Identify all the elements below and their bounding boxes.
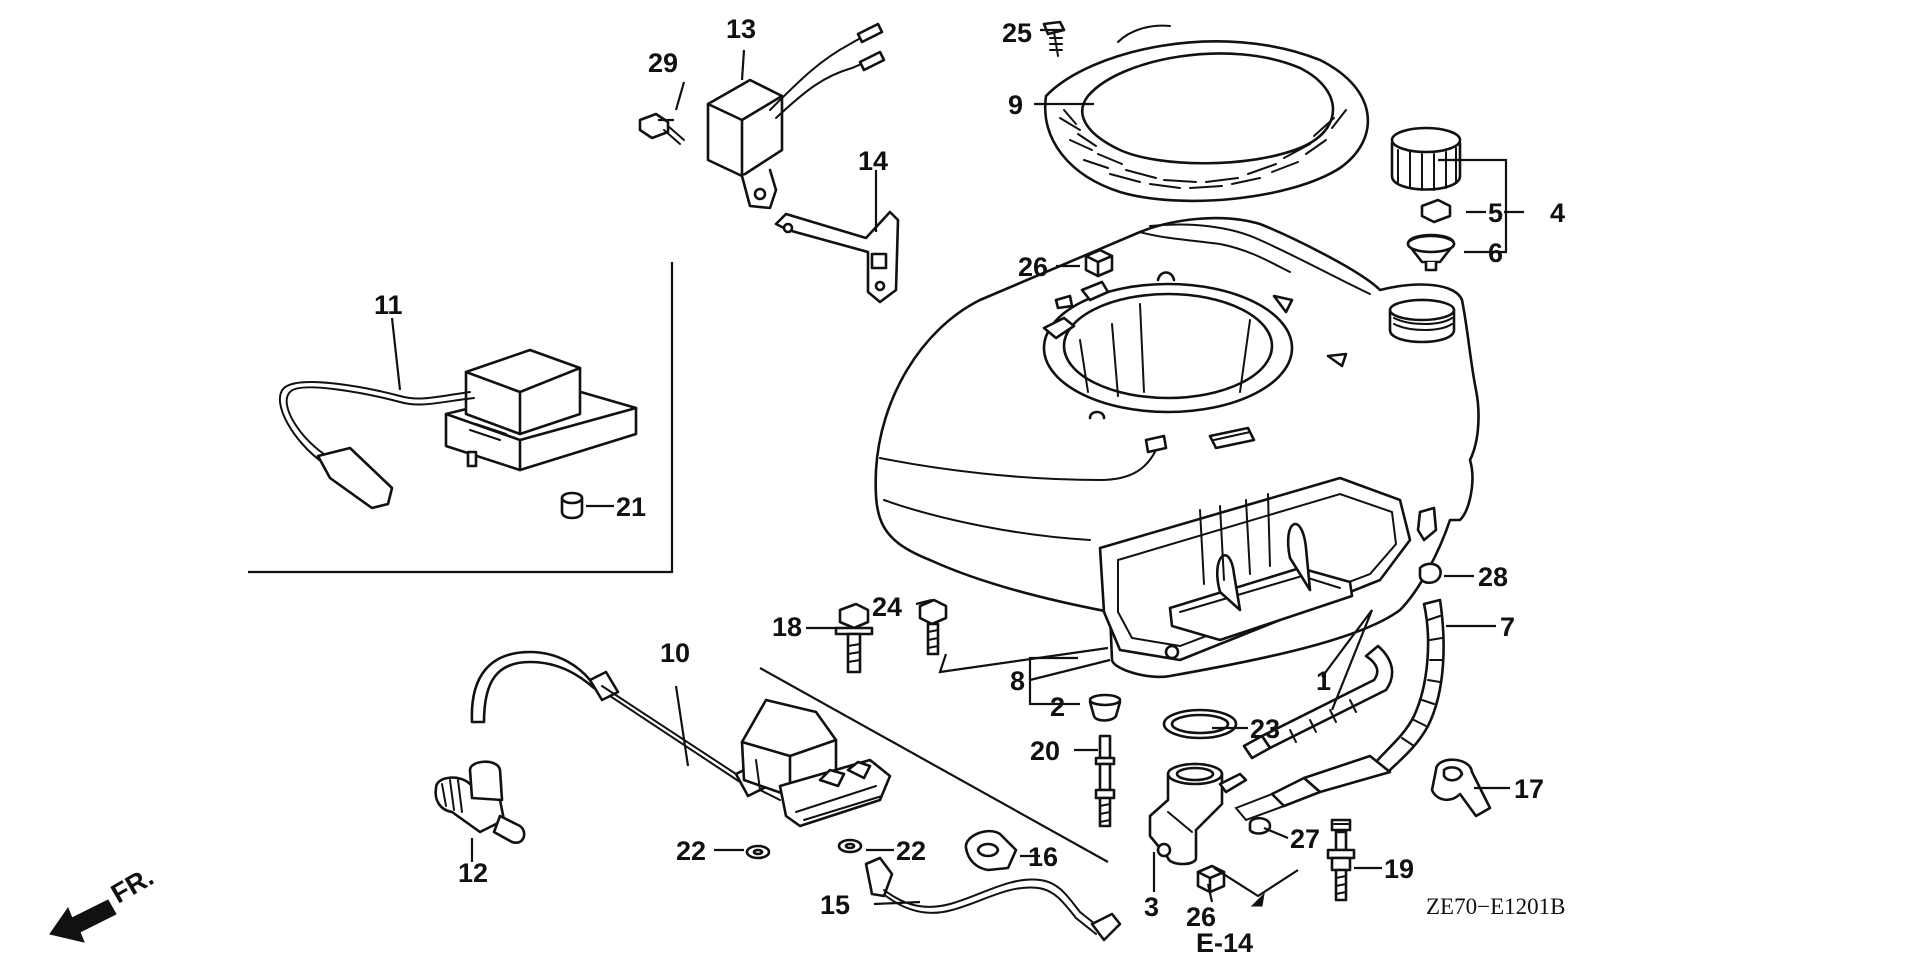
part-12-tee-joint [434, 760, 526, 844]
part-ignition-unit [740, 698, 892, 828]
callout-27: 27 [1290, 824, 1320, 854]
part-23-o-ring [1162, 708, 1238, 740]
callout-22-right: 22 [896, 836, 926, 866]
part-22-washer-right [837, 838, 863, 854]
leader-lines [390, 28, 1524, 906]
part-24-bolt [918, 598, 948, 656]
reference-pointer [1213, 867, 1299, 898]
callout-4: 4 [1550, 198, 1565, 228]
callout-28: 28 [1478, 562, 1508, 592]
callout-13: 13 [726, 14, 756, 44]
part-13-module [706, 22, 886, 210]
callout-8: 8 [1010, 666, 1025, 696]
part-20-stud [1094, 734, 1116, 828]
part-10-breather-tube [470, 650, 766, 798]
callout-6: 6 [1488, 238, 1503, 268]
inset-frame-2 [759, 667, 1109, 863]
callout-23: 23 [1250, 714, 1280, 744]
reference-label: E-14 [1196, 928, 1253, 958]
front-direction-arrow [49, 899, 117, 943]
part-27-clip [1248, 816, 1272, 835]
callout-1: 1 [1316, 666, 1331, 696]
part-9-starter-cover [1043, 24, 1370, 203]
callout-17: 17 [1514, 774, 1544, 804]
callout-18: 18 [772, 612, 802, 642]
callout-24: 24 [872, 592, 902, 622]
part-2-collar [1088, 693, 1122, 722]
callout-2: 2 [1050, 692, 1065, 722]
part-fuel-tank-shroud [874, 216, 1480, 679]
callout-22-left: 22 [676, 836, 706, 866]
callout-5: 5 [1488, 198, 1503, 228]
part-18-bolt [834, 602, 874, 674]
part-6-vent [1406, 233, 1456, 272]
part-4-fuel-cap [1390, 126, 1462, 191]
part-3-fuel-valve [1148, 762, 1248, 866]
callout-7: 7 [1500, 612, 1515, 642]
callout-29: 29 [648, 48, 678, 78]
callout-11: 11 [374, 290, 403, 320]
front-direction-label: FR. [106, 861, 159, 909]
part-1-fuel-tube [1234, 644, 1394, 822]
part-26-nut-top [1084, 248, 1114, 278]
callout-9: 9 [1008, 90, 1023, 120]
callout-20: 20 [1030, 736, 1060, 766]
part-26-nut-bottom [1196, 864, 1226, 894]
callout-12: 12 [458, 858, 488, 888]
diagram-code: ZE70−E1201B [1426, 894, 1565, 919]
callout-25: 25 [1002, 18, 1032, 48]
part-28-clip [1418, 562, 1442, 585]
callout-labels: 1 2 3 4 5 6 7 8 9 10 11 12 13 14 15 16 1… [374, 14, 1565, 932]
callout-15: 15 [820, 890, 850, 920]
inset-frame [248, 262, 674, 574]
part-7-fuel-tube [1302, 598, 1445, 794]
part-17-clamp [1430, 758, 1492, 818]
callout-26-top: 26 [1018, 252, 1048, 282]
callout-10: 10 [660, 638, 690, 668]
part-5-nut [1420, 198, 1452, 224]
part-14-bracket [774, 210, 900, 304]
callout-26-bottom: 26 [1186, 902, 1216, 932]
reference-arrowhead [1250, 892, 1265, 907]
callout-19: 19 [1384, 854, 1414, 884]
part-22-washer-left [745, 844, 771, 860]
callout-16: 16 [1028, 842, 1058, 872]
part-21-grommet [560, 491, 584, 520]
part-25-screw [1042, 20, 1066, 57]
part-15-ground-wire [864, 856, 1122, 942]
callout-14: 14 [858, 146, 888, 176]
part-16-clamp [964, 829, 1018, 872]
callout-21: 21 [616, 492, 646, 522]
callout-3: 3 [1144, 892, 1159, 922]
part-19-stud [1326, 818, 1356, 902]
part-ignition-coil [278, 348, 638, 510]
part-29-bolt [638, 112, 685, 145]
